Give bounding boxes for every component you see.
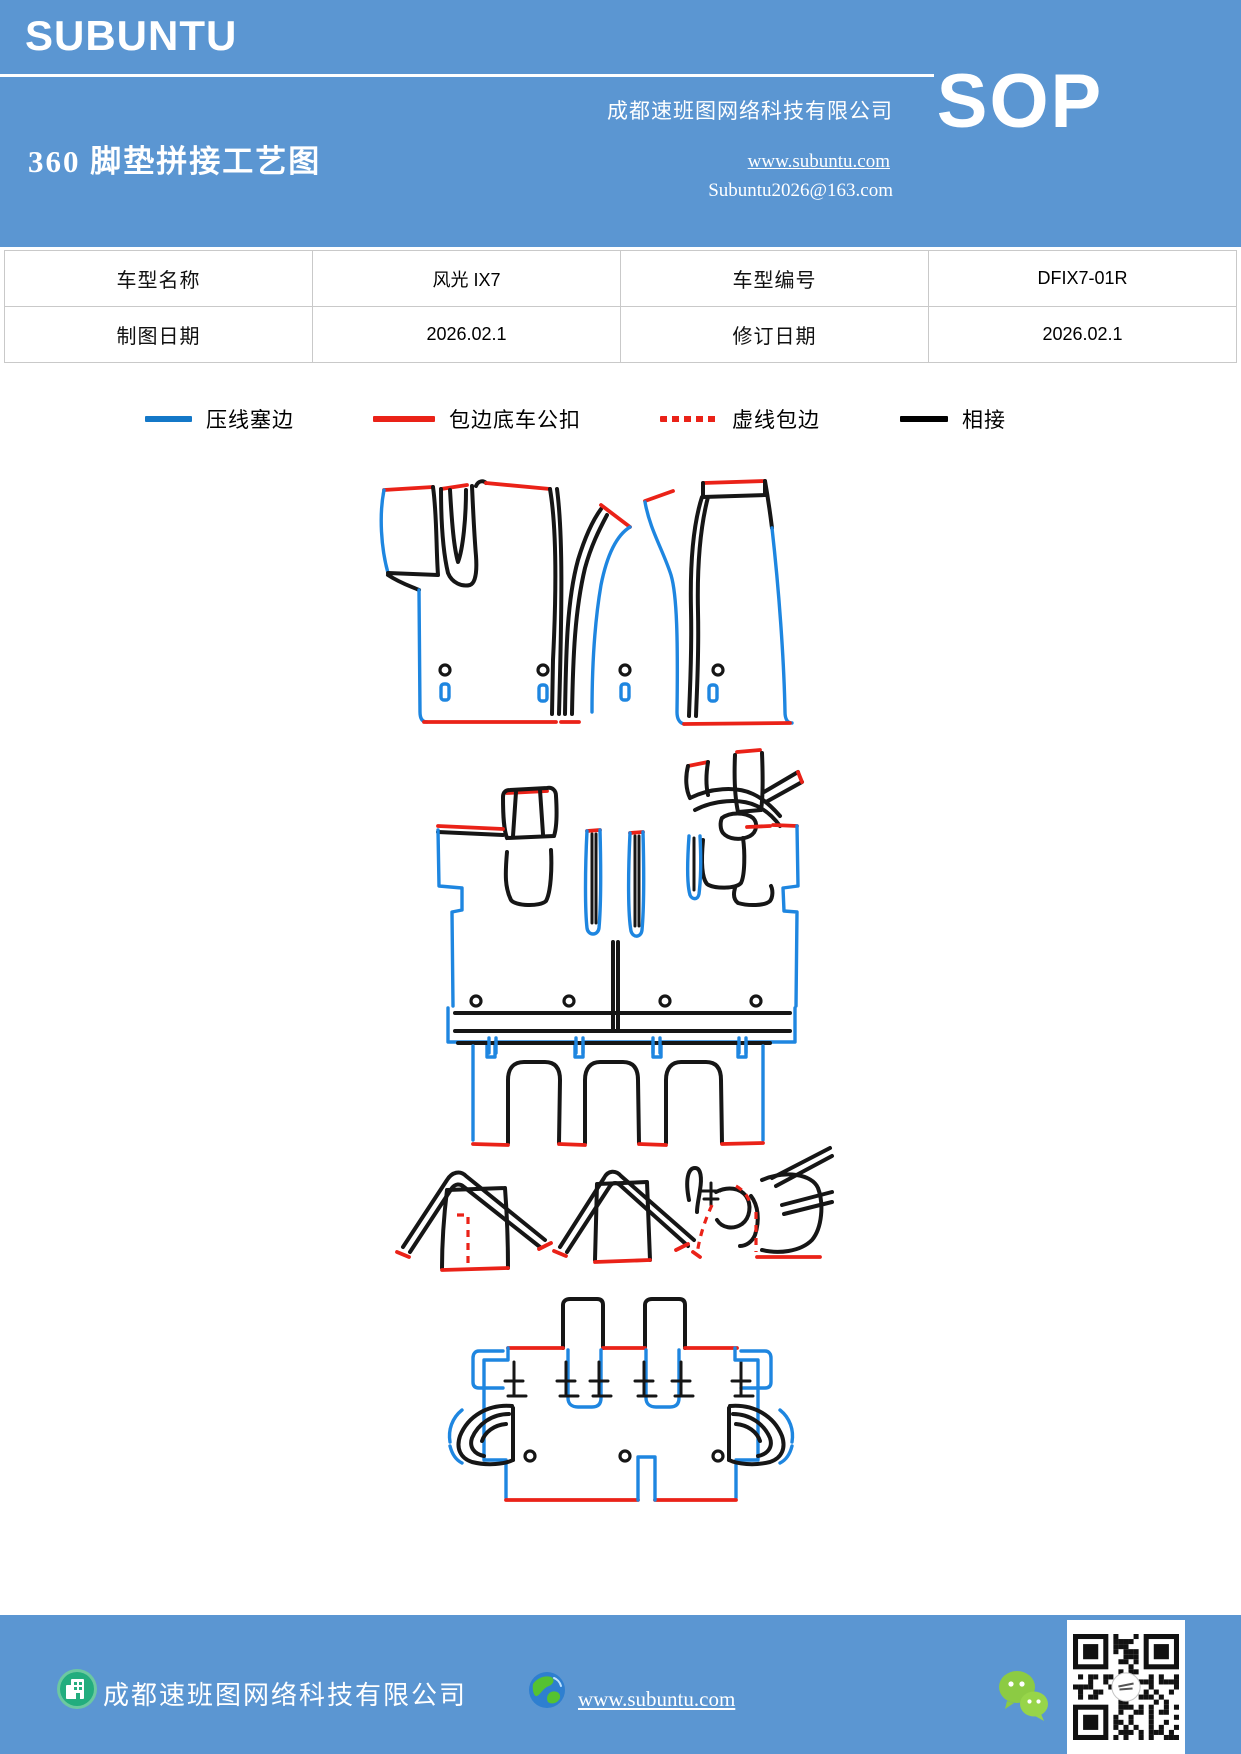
model-code-value: DFIX7-01R xyxy=(928,250,1237,307)
legend-label: 虚线包边 xyxy=(732,408,820,432)
table-row: 车型名称 风光 IX7 车型编号 DFIX7-01R xyxy=(4,250,1237,307)
red-line-swatch xyxy=(373,416,435,422)
third-row-mat-drawing xyxy=(447,1297,795,1502)
vehicle-info-table: 车型名称 风光 IX7 车型编号 DFIX7-01R 制图日期 2026.02.… xyxy=(4,250,1237,363)
qr-pattern xyxy=(1073,1634,1179,1740)
black-line-swatch xyxy=(900,416,948,422)
sop-badge: SOP xyxy=(936,59,1104,144)
model-name-label: 车型名称 xyxy=(4,250,313,307)
legend-label: 压线塞边 xyxy=(206,408,294,432)
wechat-icon xyxy=(999,1671,1048,1721)
header-website-link[interactable]: www.subuntu.com xyxy=(747,151,890,172)
legend-label: 相接 xyxy=(962,408,1006,432)
draw-date-label: 制图日期 xyxy=(4,306,313,363)
legend-item-press-edge: 压线塞边 xyxy=(145,404,294,434)
revise-date-value: 2026.02.1 xyxy=(928,306,1237,363)
revise-date-label: 修订日期 xyxy=(620,306,929,363)
header: SUBUNTU SOP 成都速班图网络科技有限公司 360 脚垫拼接工艺图 ww… xyxy=(0,0,1241,247)
footer-website-link[interactable]: www.subuntu.com xyxy=(578,1687,736,1711)
logo: SUBUNTU xyxy=(25,12,238,59)
legend-item-binding-buckle: 包边底车公扣 xyxy=(373,404,581,434)
legend-item-dashed-binding: 虚线包边 xyxy=(660,404,820,434)
model-code-label: 车型编号 xyxy=(620,250,929,307)
mat-pattern-diagram xyxy=(0,430,1241,1540)
rail-comb-drawing xyxy=(456,1036,772,1147)
legend-item-join: 相接 xyxy=(900,404,1006,434)
footer-company-name: 成都速班图网络科技有限公司 xyxy=(103,1681,468,1710)
footer: 成都速班图网络科技有限公司 www.subuntu.com xyxy=(0,1615,1241,1754)
building-icon xyxy=(57,1669,97,1709)
header-company-name: 成都速班图网络科技有限公司 xyxy=(607,99,893,123)
legend-label: 包边底车公扣 xyxy=(449,408,581,432)
page-title: 360 脚垫拼接工艺图 xyxy=(28,144,322,179)
second-row-mats-drawing xyxy=(436,748,804,1059)
front-mats-drawing xyxy=(379,479,794,726)
draw-date-value: 2026.02.1 xyxy=(312,306,621,363)
header-divider xyxy=(0,74,934,77)
red-dashed-line-swatch xyxy=(660,416,718,422)
mat-diagram-svg xyxy=(379,479,834,1502)
globe-icon xyxy=(529,1672,565,1708)
blue-line-swatch xyxy=(145,416,192,422)
tunnel-pieces-drawing xyxy=(395,1146,834,1272)
header-email: Subuntu2026@163.com xyxy=(708,180,893,201)
table-row: 制图日期 2026.02.1 修订日期 2026.02.1 xyxy=(4,306,1237,363)
qr-code xyxy=(1067,1620,1185,1754)
model-name-value: 风光 IX7 xyxy=(312,250,621,307)
